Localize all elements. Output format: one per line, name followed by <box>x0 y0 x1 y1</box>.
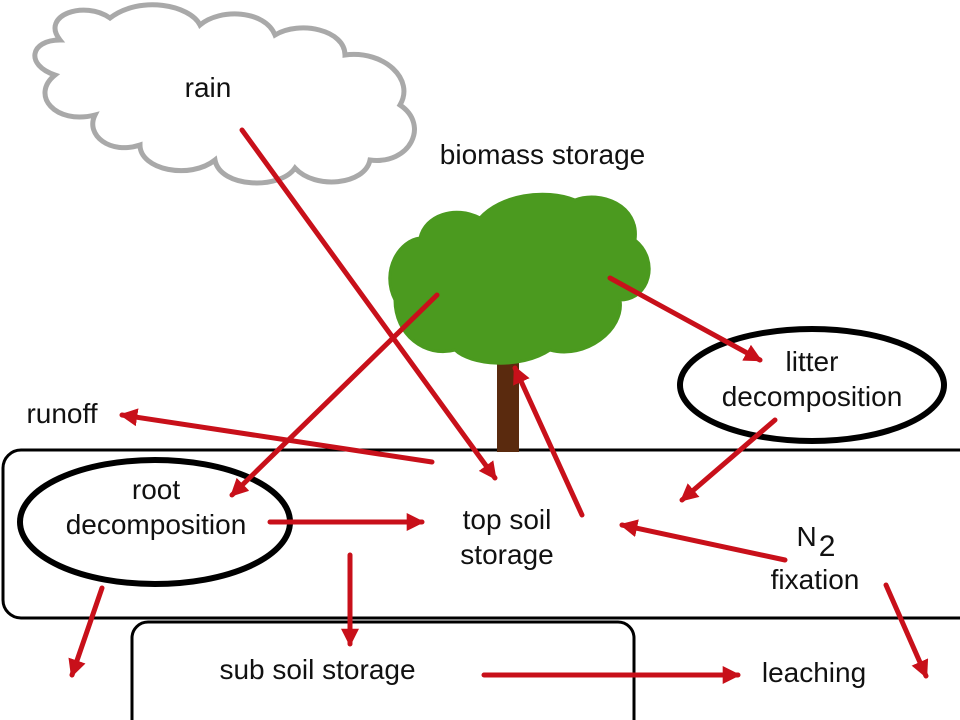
leaching-label: leaching <box>761 657 867 688</box>
runoff-label: runoff <box>26 398 98 429</box>
arrow-top-soil-to-biomass <box>512 365 585 518</box>
top-soil-storage-label: top soil storage <box>432 502 582 572</box>
arrow-rain-to-top-soil <box>239 127 498 481</box>
root-decomposition-line-2: decomposition <box>65 509 247 540</box>
arrow-biomass-to-root-decomposition <box>229 292 440 498</box>
tree-canopy <box>388 192 651 365</box>
arrow-fixation-leaching-out <box>883 582 929 679</box>
fixation-word: fixation <box>770 564 860 595</box>
litter-decomposition-line-2: decomposition <box>721 381 903 412</box>
n2-symbol: N2 <box>750 518 880 563</box>
arrow-biomass-to-litter <box>607 275 763 363</box>
arrow-root-leaching-out <box>68 585 105 678</box>
flow-arrows <box>68 127 929 684</box>
arrow-top-soil-to-runoff <box>119 408 435 465</box>
n2-letter: N <box>796 521 817 552</box>
rain-label: rain <box>184 72 232 103</box>
sub-soil-storage-label: sub soil storage <box>219 654 416 685</box>
biomass-storage-label: biomass storage <box>439 139 646 170</box>
litter-decomposition-line-1: litter <box>785 346 839 377</box>
top-soil-box <box>1 448 960 620</box>
rain-cloud <box>32 2 417 186</box>
arrow-litter-to-top-soil <box>679 417 778 503</box>
litter-decomposition-label: litter decomposition <box>692 344 932 414</box>
sub-soil-box <box>130 620 636 720</box>
n2-subscript: 2 <box>818 530 836 563</box>
root-decomposition-line-1: root <box>131 474 181 505</box>
arrow-n2-fixation-to-top-soil <box>619 519 788 563</box>
n2-fixation-label: N2 fixation <box>750 518 880 597</box>
top-soil-storage-line-1: top soil <box>462 504 552 535</box>
top-soil-storage-line-2: storage <box>460 539 554 570</box>
root-decomposition-label: root decomposition <box>36 472 276 542</box>
